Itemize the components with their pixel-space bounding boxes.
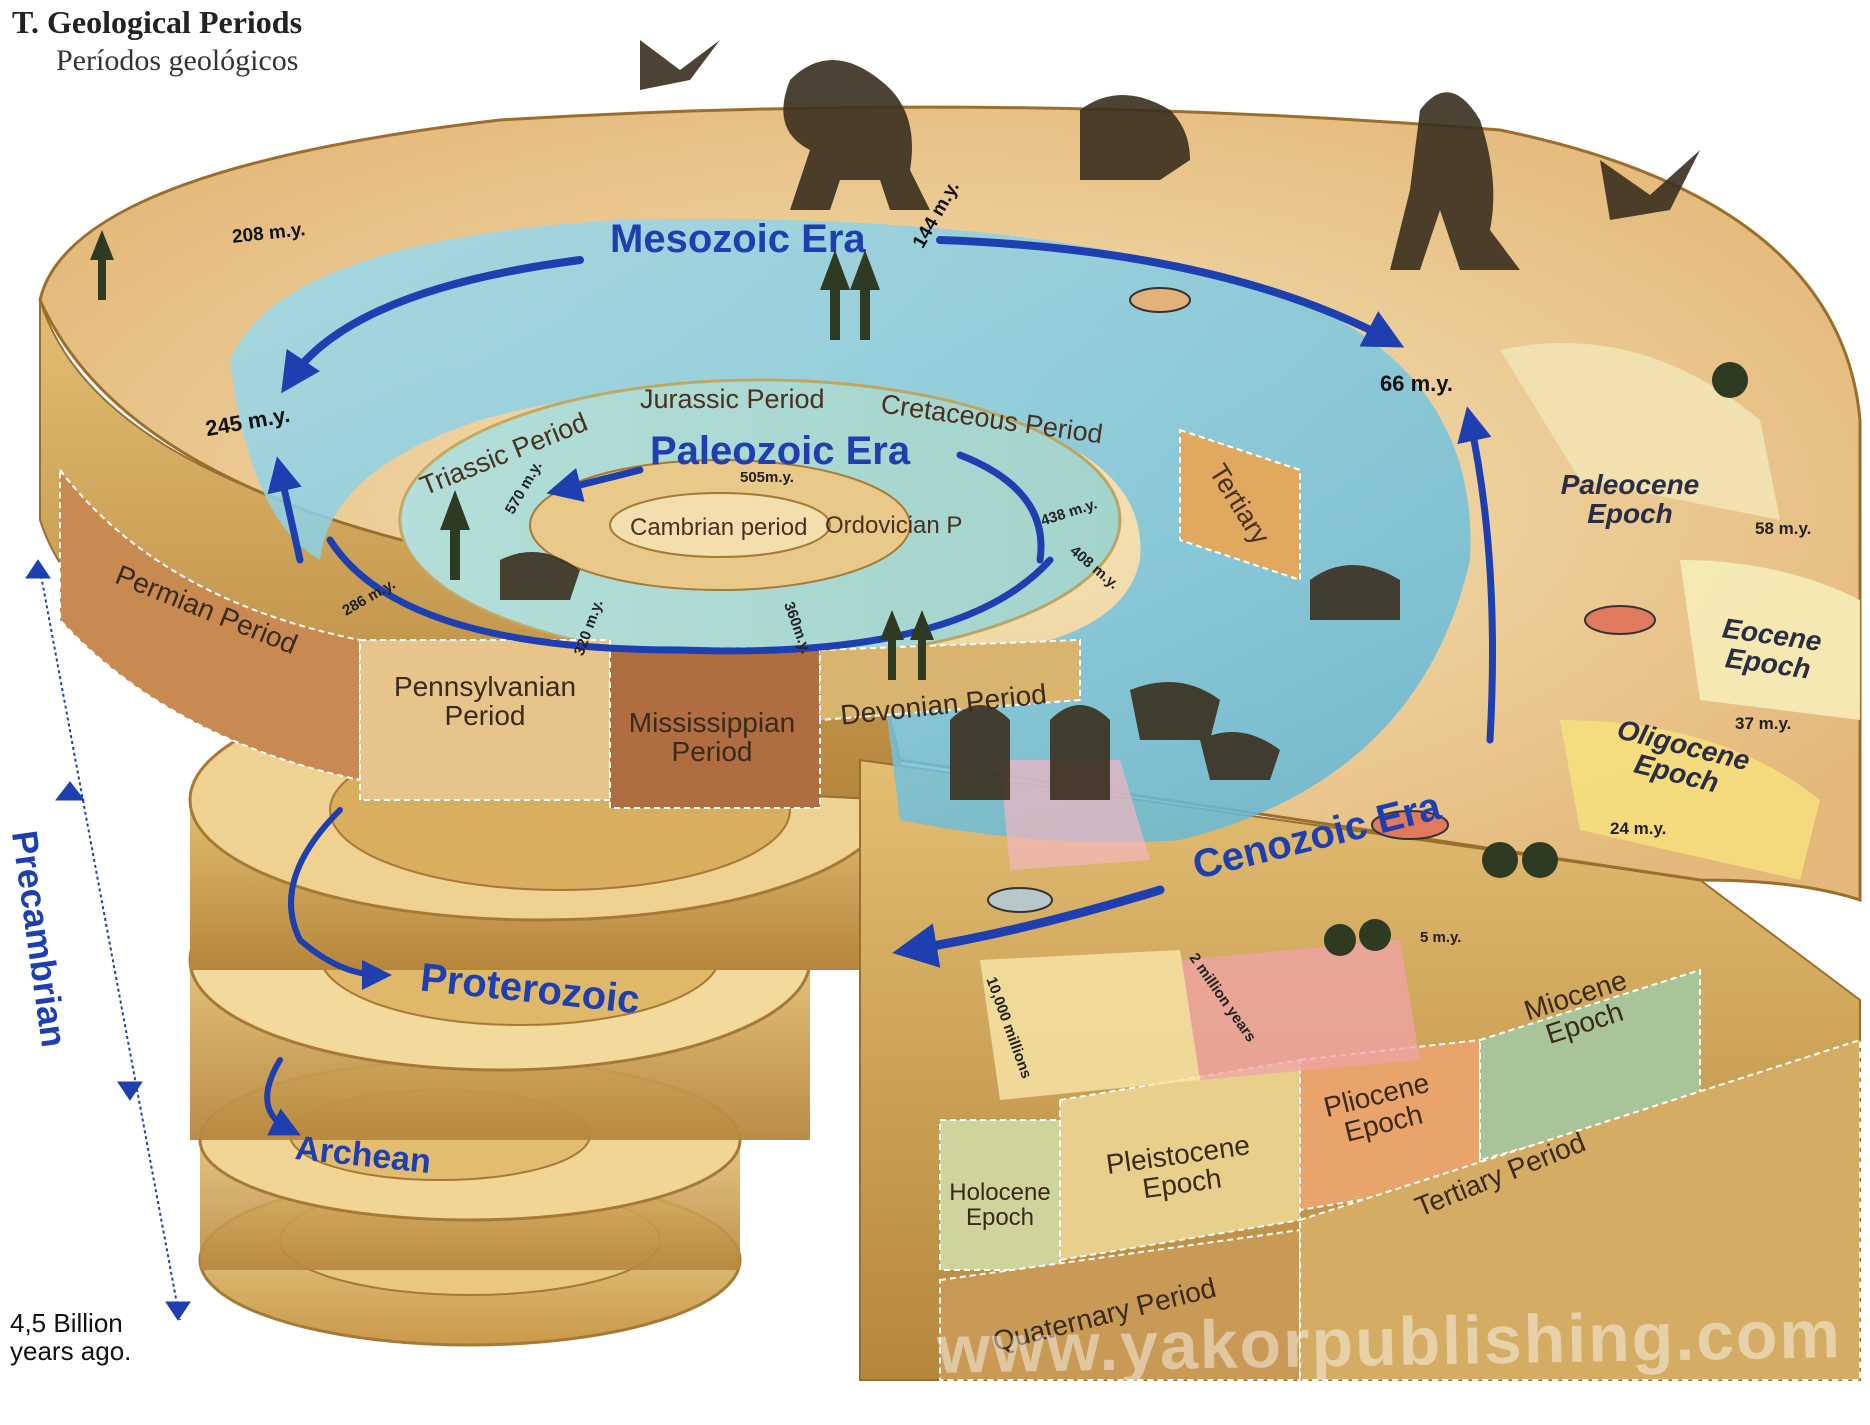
mesozoic-era-label: Mesozoic Era xyxy=(610,218,866,260)
age-505-label: 505m.y. xyxy=(740,470,794,486)
cambrian-period-label: Cambrian period xyxy=(630,515,807,540)
watermark: www.yakorpublishing.com xyxy=(936,1295,1842,1389)
paleocene-epoch-label: Paleocene Epoch xyxy=(1540,470,1720,529)
primate-silhouette-2 xyxy=(1050,705,1110,800)
mississippian-period-label: Mississippian Period xyxy=(612,708,812,767)
age-66-label: 66 m.y. xyxy=(1380,372,1453,395)
age-24-label: 24 m.y. xyxy=(1610,820,1666,838)
billion-label: 4,5 Billion xyxy=(10,1310,123,1336)
years-ago-label: years ago. xyxy=(10,1338,131,1364)
holocene-epoch-label: Holocene Epoch xyxy=(945,1180,1055,1230)
jurassic-period-label: Jurassic Period xyxy=(640,385,825,413)
timeline-arrow-top xyxy=(26,560,50,578)
pennsylvanian-period-label: Pennsylvanian Period xyxy=(380,672,590,731)
age-5-label: 5 m.y. xyxy=(1420,930,1461,946)
timeline-arrow-bottom xyxy=(166,1302,190,1320)
age-58-label: 58 m.y. xyxy=(1755,520,1811,538)
page-title: T. Geological Periods xyxy=(12,4,302,41)
ordovician-period-label: Ordovician P xyxy=(825,513,962,538)
mammal-silhouette-1 xyxy=(1310,565,1400,620)
stegosaur-silhouette xyxy=(1080,95,1190,180)
primate-silhouette-1 xyxy=(950,705,1010,800)
page-subtitle: Períodos geológicos xyxy=(56,44,298,78)
pterosaur-silhouette-1 xyxy=(640,40,720,90)
two-million-patch xyxy=(1180,940,1420,1080)
paleozoic-era-label: Paleozoic Era xyxy=(650,430,910,472)
age-37-label: 37 m.y. xyxy=(1735,715,1791,733)
